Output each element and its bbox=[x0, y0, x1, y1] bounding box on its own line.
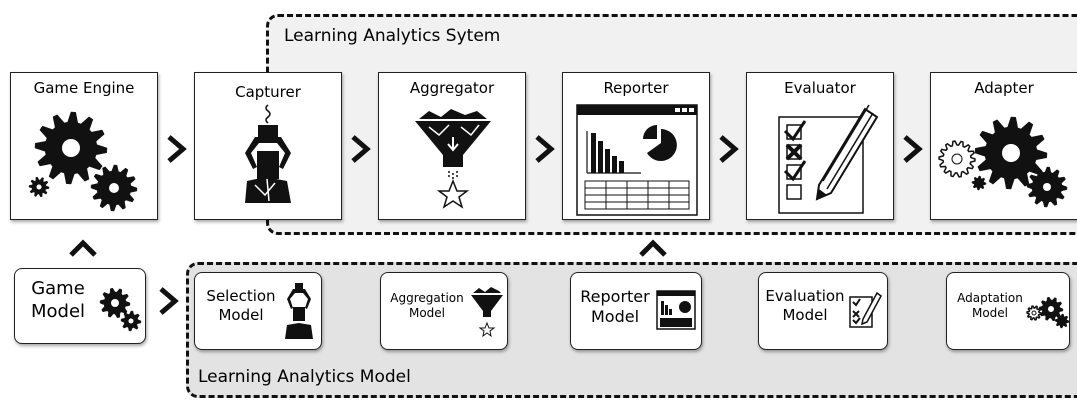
capturer-label: Capturer bbox=[235, 83, 301, 101]
gears-icon bbox=[99, 287, 142, 332]
selection-model-line2: Model bbox=[218, 305, 264, 324]
game-model-box: Game Model bbox=[14, 268, 146, 344]
chevron-right-icon bbox=[719, 135, 739, 163]
chevron-up-icon bbox=[69, 239, 97, 257]
adaptation-model-label: Adaptation Model bbox=[951, 291, 1029, 321]
checklist-pencil-icon bbox=[849, 291, 882, 328]
reporter-label: Reporter bbox=[603, 79, 669, 97]
funnel-icon bbox=[415, 109, 491, 209]
chevron-right-icon bbox=[351, 135, 371, 163]
capturer-box: Capturer bbox=[194, 72, 342, 220]
adaptation-model-line2: Model bbox=[971, 306, 1009, 320]
reporter-model-label: Reporter Model bbox=[575, 287, 655, 327]
aggregation-model-line1: Aggregation bbox=[390, 291, 464, 305]
evaluator-label: Evaluator bbox=[784, 79, 856, 97]
reporter-model-box: Reporter Model bbox=[570, 272, 702, 350]
aggregator-label: Aggregator bbox=[409, 79, 495, 97]
chevron-right-icon bbox=[903, 135, 923, 163]
game-model-label: Game Model bbox=[19, 277, 97, 324]
adaptation-model-line1: Adaptation bbox=[957, 291, 1023, 305]
chevron-up-icon bbox=[639, 239, 667, 257]
gears-icon bbox=[938, 116, 1068, 208]
aggregation-model-label: Aggregation Model bbox=[385, 291, 469, 321]
gears-icon bbox=[28, 111, 138, 212]
gears-icon bbox=[1026, 296, 1069, 329]
reporter-box: Reporter bbox=[562, 72, 710, 220]
aggregation-model-box: Aggregation Model bbox=[380, 272, 508, 350]
claw-icon bbox=[285, 283, 313, 339]
chevron-right-icon bbox=[167, 135, 187, 163]
chevron-right-icon bbox=[535, 135, 555, 163]
aggregator-box: Aggregator bbox=[378, 72, 526, 220]
learning-analytics-system-title: Learning Analytics Sytem bbox=[284, 26, 501, 46]
reporter-model-line1: Reporter bbox=[580, 287, 650, 306]
report-window-icon bbox=[656, 290, 696, 330]
chevron-right-icon bbox=[159, 287, 179, 315]
reporter-model-line2: Model bbox=[590, 307, 640, 326]
evaluator-box: Evaluator bbox=[746, 72, 894, 220]
game-model-line2: Model bbox=[30, 301, 86, 323]
claw-icon bbox=[245, 104, 291, 203]
selection-model-label: Selection Model bbox=[199, 287, 283, 325]
evaluation-model-line1: Evaluation bbox=[765, 287, 845, 305]
selection-model-line1: Selection bbox=[206, 287, 276, 305]
report-window-icon bbox=[576, 104, 698, 216]
evaluation-model-label: Evaluation Model bbox=[763, 287, 847, 325]
game-model-line1: Game bbox=[31, 278, 85, 299]
evaluation-model-line2: Model bbox=[782, 305, 828, 324]
adaptation-model-box: Adaptation Model bbox=[946, 272, 1070, 350]
aggregation-model-line2: Model bbox=[408, 306, 446, 320]
learning-analytics-model-title: Learning Analytics Model bbox=[198, 367, 411, 387]
funnel-icon bbox=[471, 287, 503, 338]
checklist-pencil-icon bbox=[778, 104, 879, 214]
adapter-label: Adapter bbox=[974, 79, 1034, 97]
game-engine-box: Game Engine bbox=[10, 72, 158, 220]
game-engine-label: Game Engine bbox=[33, 79, 135, 97]
selection-model-box: Selection Model bbox=[194, 272, 322, 350]
evaluation-model-box: Evaluation Model bbox=[758, 272, 888, 350]
adapter-box: Adapter bbox=[930, 72, 1077, 220]
